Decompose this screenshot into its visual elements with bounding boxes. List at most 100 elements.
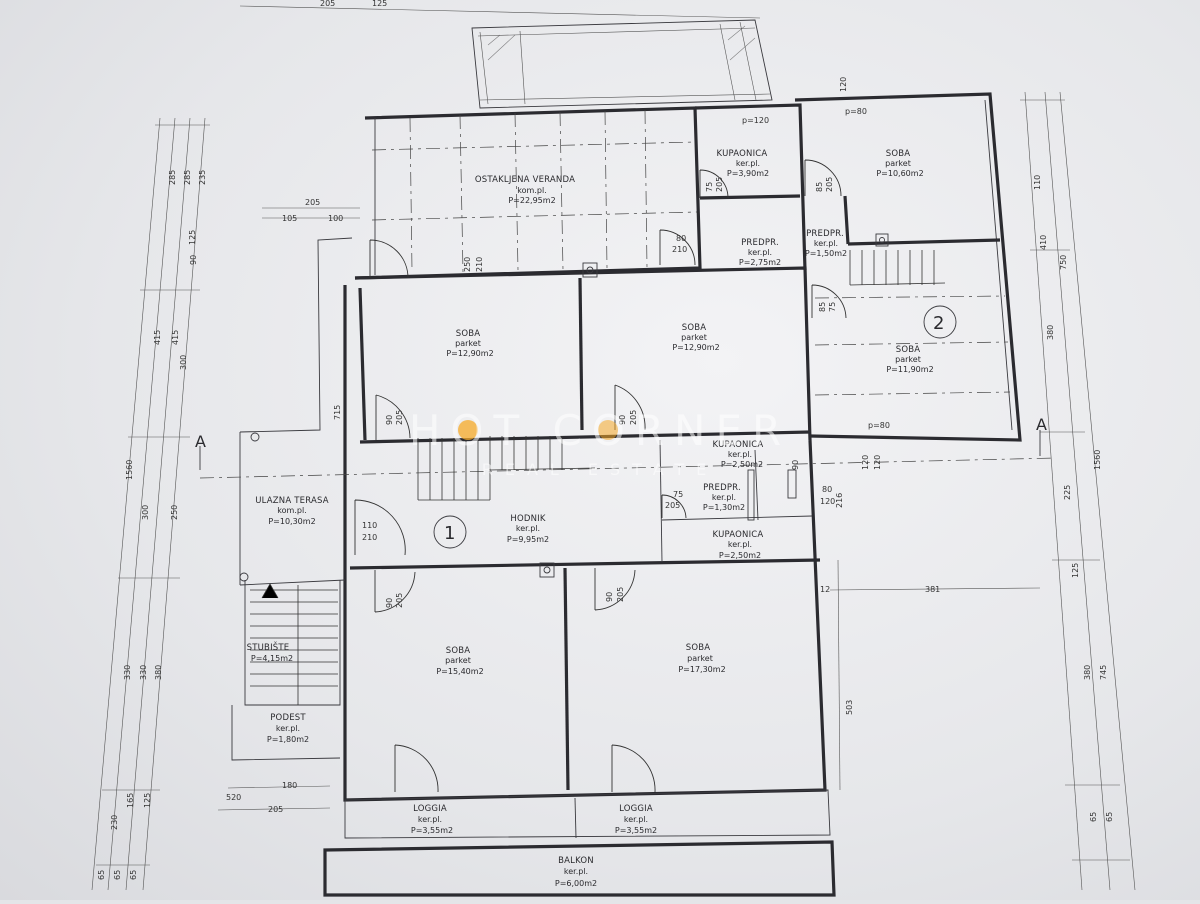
door-dim-85b: 85 — [818, 302, 827, 312]
svg-text:PODEST: PODEST — [270, 713, 306, 723]
door-dim-205h: 205 — [616, 587, 625, 602]
watermark-tagline: REAL ESTATE — [482, 460, 719, 479]
room-soba-2: SOBA parket P=12,90m2 — [672, 323, 719, 352]
door-dimensions: 80 210 250 210 75 205 85 205 85 75 90 20… — [362, 77, 882, 608]
svg-text:P=11,90m2: P=11,90m2 — [886, 365, 933, 374]
unit-marker-2: 2 — [933, 313, 944, 334]
svg-text:ker.pl.: ker.pl. — [516, 524, 540, 533]
section-marker-right: A — [1036, 415, 1047, 434]
svg-text:P=3,55m2: P=3,55m2 — [615, 826, 657, 835]
dim-right-65: 65 — [1089, 812, 1098, 822]
svg-text:P=2,50m2: P=2,50m2 — [719, 551, 761, 560]
svg-text:P=2,75m2: P=2,75m2 — [739, 258, 781, 267]
dim-120-b: 120 — [873, 455, 882, 470]
right-dimension-chains: 110 410 750 380 1560 225 125 380 745 65 … — [1020, 91, 1136, 891]
dim-left-330: 330 — [123, 665, 132, 680]
dim-left-415b: 415 — [171, 330, 180, 345]
walls — [231, 92, 1022, 897]
svg-text:SOBA: SOBA — [896, 345, 921, 355]
dim-100: 100 — [328, 214, 343, 223]
watermark: HOT CORNER REAL ESTATE — [409, 406, 791, 479]
svg-text:P=12,90m2: P=12,90m2 — [446, 349, 493, 358]
dim-left-65b: 65 — [113, 870, 122, 880]
room-kupaonica-top: KUPAONICA ker.pl. P=3,90m2 — [717, 149, 770, 178]
dim-left-300b: 300 — [141, 505, 150, 520]
svg-text:P=2,50m2: P=2,50m2 — [721, 460, 763, 469]
dim-left-285: 285 — [183, 170, 192, 185]
dim-left-300: 300 — [179, 355, 188, 370]
door-dim-120: 120 — [820, 497, 835, 506]
room-soba-5: SOBA parket P=17,30m2 — [678, 643, 725, 674]
svg-text:ker.pl.: ker.pl. — [712, 493, 736, 502]
door-dim-75c: 75 — [673, 490, 683, 499]
svg-text:ker.pl.: ker.pl. — [728, 540, 752, 549]
svg-text:P=4,15m2: P=4,15m2 — [251, 654, 293, 663]
left-dimension-chains: 1560 415 285 285 235 90 125 415 300 300 … — [91, 117, 342, 891]
room-veranda: OSTAKLJENA VERANDA kom.pl. P=22,95m2 — [475, 175, 575, 205]
room-soba-3: SOBA parket P=11,90m2 — [886, 345, 933, 374]
svg-text:parket: parket — [455, 339, 481, 348]
svg-text:ker.pl.: ker.pl. — [624, 815, 648, 824]
door-dim-210c: 210 — [362, 533, 377, 542]
room-soba-4: SOBA parket P=15,40m2 — [436, 646, 483, 676]
watermark-brand: HOT CORNER — [409, 406, 791, 455]
door-dim-205e: 205 — [629, 410, 638, 425]
svg-text:P=17,30m2: P=17,30m2 — [678, 665, 725, 674]
svg-text:ker.pl.: ker.pl. — [748, 248, 772, 257]
dim-left-125: 125 — [188, 230, 197, 245]
svg-text:SOBA: SOBA — [886, 149, 911, 159]
svg-text:parket: parket — [885, 159, 911, 168]
svg-text:STUBIŠTE: STUBIŠTE — [247, 641, 290, 653]
dim-right-65b: 65 — [1105, 812, 1114, 822]
dim-right-110: 110 — [1033, 175, 1042, 190]
door-dim-90c: 90 — [385, 598, 394, 608]
svg-text:P=10,30m2: P=10,30m2 — [268, 517, 315, 526]
svg-text:P=22,95m2: P=22,95m2 — [508, 196, 555, 205]
svg-text:P=9,95m2: P=9,95m2 — [507, 535, 549, 544]
svg-text:P=1,50m2: P=1,50m2 — [805, 249, 847, 258]
dim-left-65: 65 — [97, 870, 106, 880]
svg-text:BALKON: BALKON — [558, 856, 594, 866]
svg-text:HODNIK: HODNIK — [510, 514, 545, 524]
dim-120-a: 120 — [861, 455, 870, 470]
room-hodnik: HODNIK ker.pl. P=9,95m2 — [507, 514, 549, 544]
door-dim-205f: 205 — [665, 501, 680, 510]
dim-180: 180 — [282, 781, 297, 790]
svg-text:parket: parket — [445, 656, 471, 665]
section-marker-left: A — [195, 432, 206, 451]
door-dim-110: 110 — [362, 521, 377, 530]
svg-text:ker.pl.: ker.pl. — [736, 159, 760, 168]
svg-text:ker.pl.: ker.pl. — [728, 450, 752, 459]
svg-text:KUPAONICA: KUPAONICA — [713, 530, 764, 540]
room-predpr-mid: PREDPR. ker.pl. P=1,30m2 — [703, 483, 745, 512]
door-dim-205d: 205 — [395, 410, 404, 425]
door-dim-250: 250 — [463, 257, 472, 272]
svg-text:LOGGIA: LOGGIA — [413, 804, 447, 814]
dim-503: 503 — [845, 700, 854, 715]
door-dim-205g: 205 — [395, 593, 404, 608]
door-dim-80: 80 — [676, 234, 686, 243]
door-dim-210b: 210 — [475, 257, 484, 272]
dim-105: 105 — [282, 214, 297, 223]
dim-left-380: 380 — [154, 665, 163, 680]
svg-text:kom.pl.: kom.pl. — [277, 506, 306, 515]
svg-text:P=3,55m2: P=3,55m2 — [411, 826, 453, 835]
dim-205: 205 — [305, 198, 320, 207]
dim-12: 12 — [820, 585, 830, 594]
door-dim-205c: 205 — [825, 177, 834, 192]
svg-text:parket: parket — [895, 355, 921, 364]
dim-381: 381 — [925, 585, 940, 594]
room-podest: PODEST ker.pl. P=1,80m2 — [267, 713, 309, 744]
room-ulazna-terasa: ULAZNA TERASA kom.pl. P=10,30m2 — [255, 496, 328, 526]
dim-left-715: 715 — [333, 405, 342, 420]
room-kupaonica-low: KUPAONICA ker.pl. P=2,50m2 — [713, 530, 764, 560]
room-loggia-1: LOGGIA ker.pl. P=3,55m2 — [411, 804, 453, 835]
dim-left-415: 415 — [153, 330, 162, 345]
sill-p80-top: p=80 — [845, 107, 867, 116]
room-loggia-2: LOGGIA ker.pl. P=3,55m2 — [615, 804, 657, 835]
svg-text:parket: parket — [687, 654, 713, 663]
svg-text:ker.pl.: ker.pl. — [418, 815, 442, 824]
dim-left-330b: 330 — [139, 665, 148, 680]
